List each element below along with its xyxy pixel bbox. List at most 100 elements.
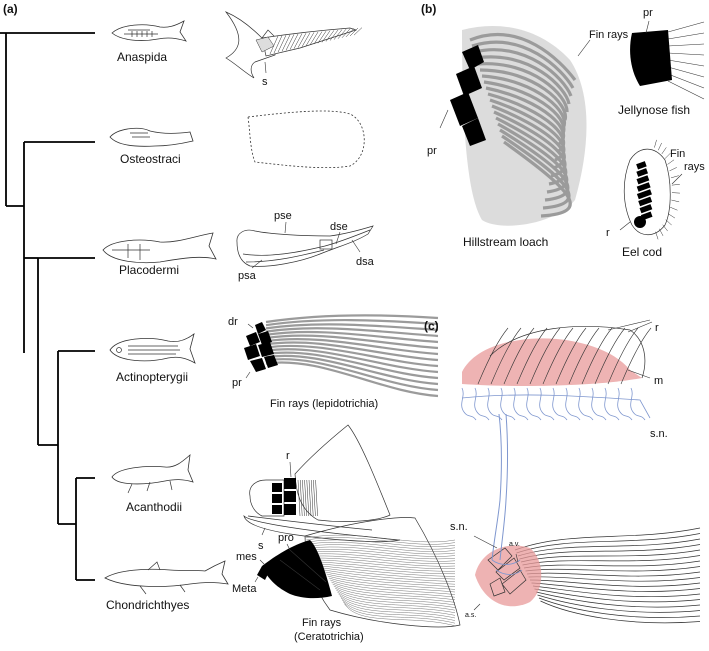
fin-ray-line — [477, 327, 509, 385]
fin-ray-line — [497, 122, 569, 194]
fin-osteostraci-outline — [247, 110, 365, 169]
label-placodermi-dsa: dsa — [356, 256, 375, 268]
fin-ray-line — [481, 74, 566, 129]
fin-eel-cod: Fin rays r Eel cod — [606, 139, 705, 259]
fin-ray-line — [353, 27, 363, 36]
fin-ray-line — [313, 551, 456, 560]
eelcod-radial — [636, 168, 649, 177]
panel-label-c: (c) — [424, 319, 439, 333]
fin-ray-line — [555, 327, 587, 385]
fin-ray-line — [304, 534, 456, 543]
label-acanthodii-s: s — [258, 540, 264, 552]
fin-ray-line — [591, 387, 607, 421]
fin-ray-line — [667, 66, 705, 78]
fin-ray-line — [308, 542, 456, 550]
fin-ray-line — [670, 175, 679, 179]
fin-ray-line — [529, 327, 561, 385]
label-chondrichthyes-meta: Meta — [232, 583, 257, 595]
fin-ray-line — [329, 29, 339, 41]
fin-ray-line — [620, 327, 652, 385]
taxon-actinopterygii: Actinopterygii — [116, 370, 188, 384]
fin-ray-line — [314, 553, 456, 562]
fin-ray-line — [535, 591, 701, 608]
fin-ray-line — [461, 394, 651, 419]
fin-ray-line — [669, 167, 677, 172]
fin-ray-line — [320, 563, 456, 575]
fin-chondrichthyes: mes pro Meta Fin rays (Ceratotrichia) — [232, 517, 461, 643]
taxon-osteostraci: Osteostraci — [120, 152, 181, 166]
fin-ray-line — [265, 341, 439, 362]
fin-ray-line — [667, 43, 705, 47]
fin-ray-line — [665, 219, 672, 226]
fin-ray-line — [289, 33, 299, 50]
fin-ray-line — [310, 546, 456, 555]
fin-ray-line — [532, 585, 701, 598]
fin-ray-line — [343, 601, 456, 624]
fin-ray-line — [315, 479, 318, 517]
fin-ray-line — [523, 560, 701, 569]
fin-ray-line — [333, 585, 456, 603]
fin-muscle-nerve-top: r m s.n. — [461, 319, 668, 440]
eelcod-radial — [634, 216, 646, 228]
fin-ray-line — [301, 32, 311, 47]
fin-ray-line — [537, 594, 701, 613]
fin-ray-line — [658, 142, 662, 151]
fin-ray-line — [299, 479, 303, 517]
fin-ray-line — [336, 589, 456, 608]
fin-ray-line — [473, 48, 573, 97]
fin-ray-line — [349, 27, 359, 37]
fin-ray-line — [312, 549, 456, 557]
label-c-sn-top: s.n. — [650, 428, 668, 440]
fin-ray-line — [664, 152, 671, 159]
label-c-r: r — [655, 322, 659, 334]
fish-acanthodii — [111, 453, 194, 494]
fin-ray-line — [520, 549, 701, 563]
fin-ray-line — [265, 314, 439, 324]
fin-ray-line — [265, 358, 439, 392]
label-placodermi-pse: pse — [274, 210, 292, 222]
fin-ray-line — [542, 327, 574, 385]
fin-jellynose-fish: pr Jellynose fish — [618, 7, 705, 117]
fin-ray-line — [503, 327, 535, 385]
fin-ray-line — [474, 387, 490, 421]
fin-ray-line — [516, 327, 548, 385]
fish-anaspida — [111, 20, 187, 42]
fin-ray-line — [328, 577, 456, 593]
fin-ray-line — [501, 134, 571, 210]
fin-ray-line — [490, 327, 522, 385]
fin-ray-line — [517, 538, 701, 557]
fin-ray-line — [265, 319, 439, 327]
fin-ray-line — [265, 338, 439, 356]
eelcod-radial — [638, 196, 653, 207]
fin-ray-line — [297, 33, 307, 48]
label-jellynose-pr: pr — [643, 7, 653, 19]
fin-ray-line — [265, 330, 439, 344]
fin-ray-line — [337, 591, 456, 611]
taxon-placodermi: Placodermi — [119, 263, 179, 277]
fin-ray-line — [531, 582, 701, 592]
fin-ray-line — [341, 28, 351, 38]
fin-ray-line — [659, 228, 664, 236]
fin-ray-line — [316, 557, 456, 567]
fin-ray-line — [568, 327, 600, 385]
label-actinopterygii-pr: pr — [232, 377, 242, 389]
taxon-chondrichthyes: Chondrichthyes — [106, 598, 189, 612]
fin-ray-line — [526, 387, 542, 421]
fin-ray-line — [671, 184, 680, 186]
fin-ray-line — [630, 387, 646, 421]
fin-ray-line — [565, 387, 581, 421]
fin-ray-line — [302, 479, 305, 517]
fin-muscle-nerve-bottom: s.n. a.v. a.s. — [450, 413, 701, 624]
fin-ray-line — [338, 593, 456, 613]
fin-ray-line — [668, 213, 676, 219]
fin-ray-line — [306, 537, 456, 545]
fin-ray-line — [306, 479, 310, 517]
label-chondrichthyes-mes: mes — [236, 551, 257, 563]
fin-ray-line — [318, 559, 456, 569]
fin-ray-line — [319, 561, 456, 572]
eelcod-radial — [636, 175, 650, 185]
fin-ray-line — [269, 35, 279, 55]
fin-acanthodii: r s — [243, 424, 401, 552]
fin-ray-line — [578, 387, 594, 421]
